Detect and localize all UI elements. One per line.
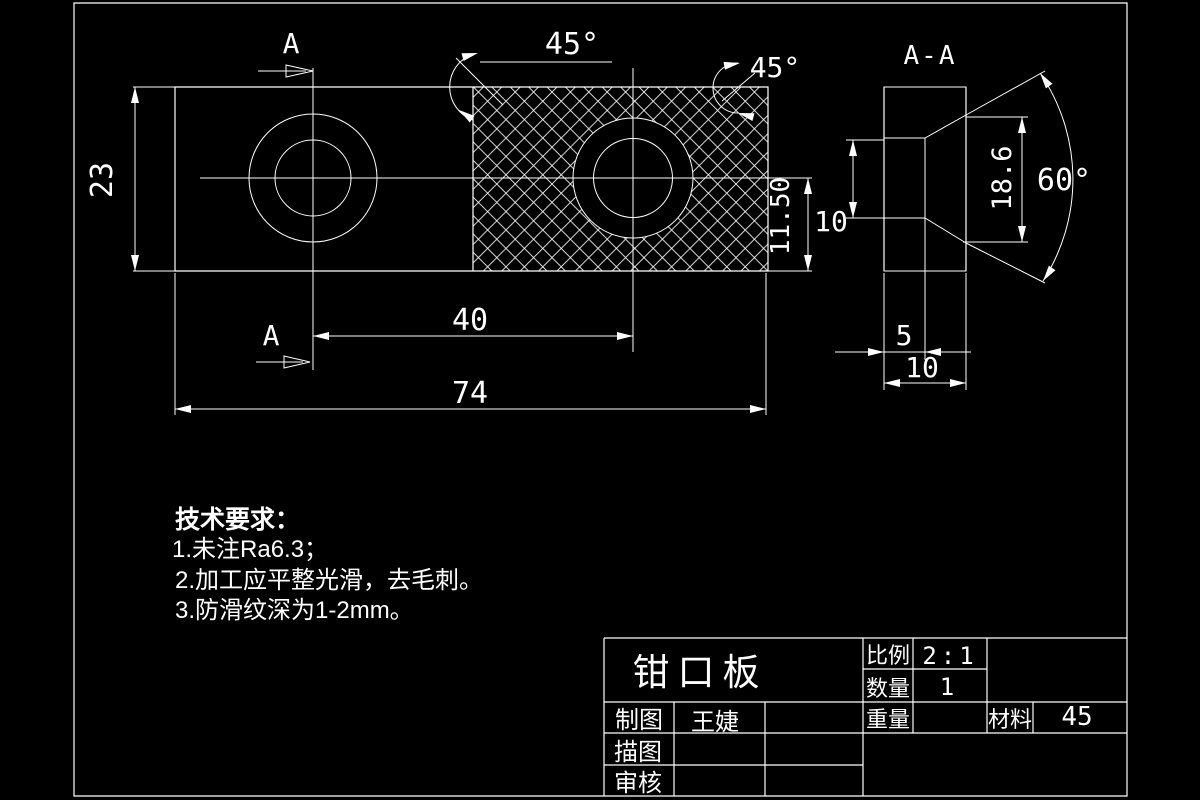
quantity-value: 1 — [940, 673, 954, 701]
scale-label: 比例 — [866, 643, 910, 668]
section-view: A-A 10 5 10 — [814, 41, 1091, 390]
drawn-by-label: 制图 — [615, 707, 663, 734]
dim-text-10-thickness: 10 — [905, 351, 939, 384]
scale-value: 2:1 — [922, 642, 977, 670]
drawing-border-frame — [74, 3, 1127, 796]
plate-outline — [175, 87, 768, 271]
dim-text-18-6: 18.6 — [987, 145, 1018, 210]
dim-text-60: 60° — [1037, 163, 1091, 198]
section-cut-marker-top: A — [258, 27, 313, 77]
material-value: 45 — [1061, 702, 1092, 732]
tech-requirements: 技术要求： 1.未注Ra6.3； 2.加工应平整光滑，去毛刺。 3.防滑纹深为1… — [172, 506, 483, 624]
tech-requirement-1: 1.未注Ra6.3； — [172, 536, 328, 563]
material-label: 材料 — [988, 707, 1032, 732]
tech-requirement-2: 2.加工应平整光滑，去毛刺。 — [175, 567, 483, 594]
section-hatch-top — [884, 87, 966, 138]
section-label: A-A — [904, 41, 957, 71]
part-name: 钳口板 — [633, 652, 768, 693]
dim-text-23: 23 — [85, 162, 120, 198]
dim-text-10-hole: 10 — [814, 205, 848, 238]
dim-text-11-50: 11.50 — [766, 177, 796, 255]
dim-hole-spacing: 40 — [313, 303, 633, 340]
cut-letter-top: A — [283, 27, 300, 60]
dim-text-45-right: 45° — [750, 51, 801, 84]
drawn-by-value: 王婕 — [691, 709, 739, 736]
weight-label: 重量 — [866, 707, 910, 732]
dim-text-74: 74 — [452, 376, 488, 411]
section-cut-marker-bottom: A — [256, 319, 310, 368]
tech-requirements-title: 技术要求： — [175, 506, 300, 534]
checked-by-label: 审核 — [614, 770, 662, 797]
cut-letter-bottom: A — [263, 319, 280, 352]
dim-text-40: 40 — [452, 303, 488, 338]
quantity-label: 数量 — [866, 676, 910, 701]
dim-counterbore-depth: 5 — [835, 319, 971, 356]
dim-plate-thickness: 10 — [884, 351, 966, 387]
dim-plate-height: 23 — [85, 87, 175, 271]
dim-center-to-bottom: 11.50 — [766, 177, 812, 271]
dim-knurl-angle-left: 45° — [450, 27, 612, 123]
dim-knurl-angle-right: 45° — [713, 51, 801, 122]
dim-hole-diameter: 10 — [814, 140, 884, 238]
dim-countersink-angle: 60° — [1036, 70, 1091, 284]
dim-overall-width: 74 — [175, 273, 766, 415]
title-block: 钳口板 制图 王婕 描图 审核 比例 2:1 数量 1 重量 材料 45 — [604, 638, 1127, 797]
cut-arrowhead-bottom — [284, 356, 310, 368]
dim-text-5: 5 — [896, 319, 913, 352]
tech-requirement-3: 3.防滑纹深为1-2mm。 — [175, 597, 414, 624]
dim-countersink-spread: 18.6 — [963, 71, 1045, 283]
traced-by-label: 描图 — [614, 739, 662, 766]
dim-text-45-left: 45° — [545, 27, 599, 62]
cut-arrowhead-top — [286, 65, 313, 77]
front-view — [175, 68, 812, 370]
